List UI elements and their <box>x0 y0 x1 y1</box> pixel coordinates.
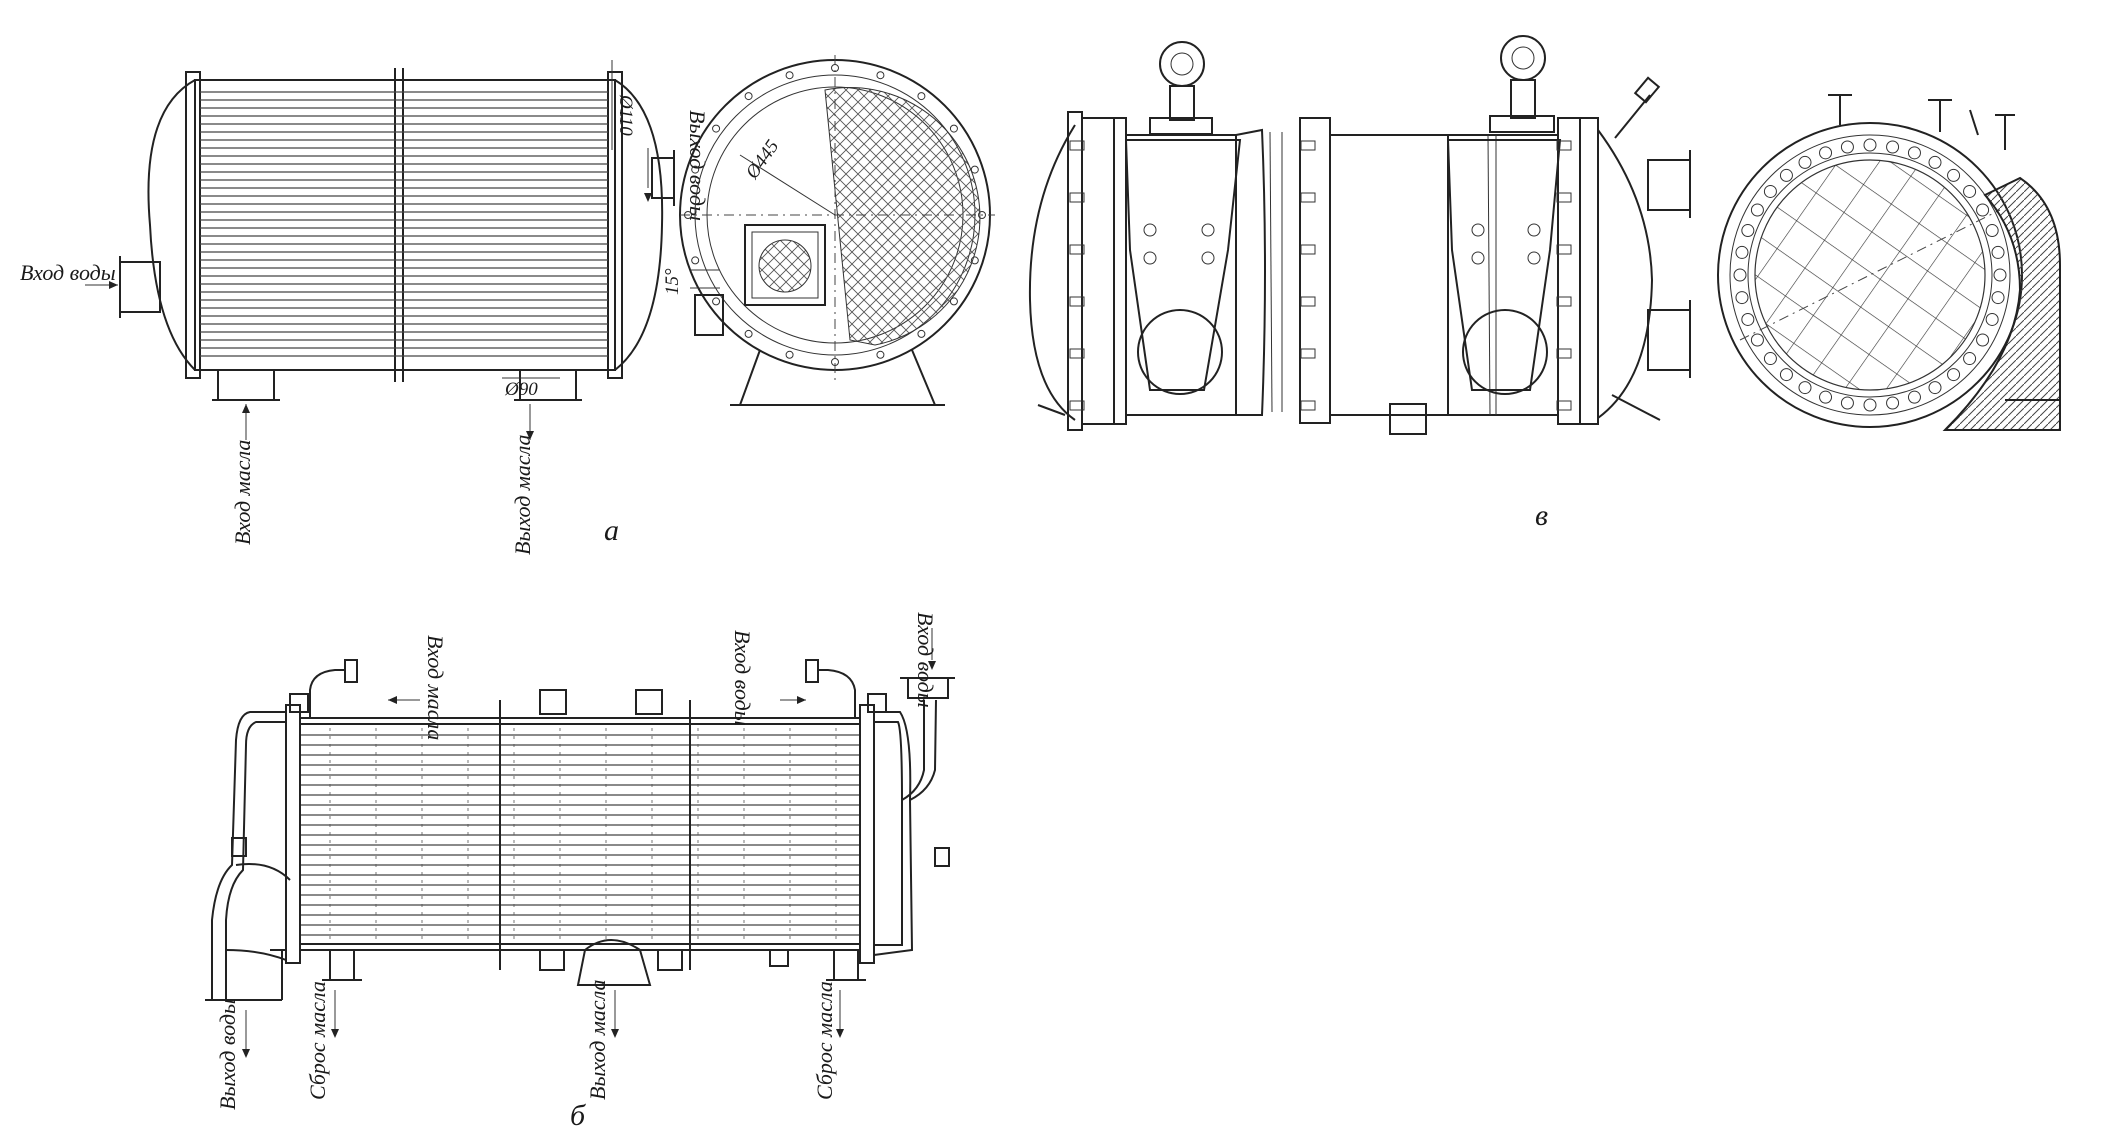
dim-a-angle: 15° <box>662 268 683 295</box>
caption-a: а <box>604 514 619 547</box>
bolt-circle-a <box>684 64 986 366</box>
label-b-inlet-oil: Вход масла <box>423 635 448 740</box>
dim-a-90: Ø90 <box>504 379 538 400</box>
figure-a-side-view <box>85 60 675 440</box>
figure-a-end-view <box>679 55 995 406</box>
label-b-inlet-water-right: Вход воды <box>913 612 938 708</box>
label-b-outlet-oil: Выход масла <box>585 979 610 1100</box>
label-a-inlet-water: Вход воды <box>20 260 116 285</box>
figure-b-section <box>205 628 955 1058</box>
tube-bundle-b <box>300 728 860 940</box>
label-b-inlet-water-top: Вход воды <box>730 630 755 726</box>
figure-v-side-view <box>1028 35 1691 435</box>
label-b-drain-oil-left: Сброс масла <box>305 981 330 1100</box>
figure-b-labels: Вход масла Вход воды Вход воды Выход вод… <box>215 612 938 1110</box>
tube-bundle-a <box>200 91 608 357</box>
caption-v: в <box>1535 499 1548 532</box>
dim-a-110: Ø110 <box>615 94 636 136</box>
label-b-drain-oil-right: Сброс масла <box>812 981 837 1100</box>
label-a-outlet-oil: Выход масла <box>510 434 535 555</box>
flange-bolts-v <box>1069 140 1572 411</box>
tube-ring-v <box>1733 138 2007 412</box>
label-b-outlet-water: Выход воды <box>215 999 240 1110</box>
label-a-inlet-oil: Вход масла <box>230 440 255 545</box>
figure-v-end-view <box>1717 94 2061 431</box>
caption-b: б <box>570 1099 586 1132</box>
figure-a-labels: Вход воды Выход воды Вход масла Выход ма… <box>20 94 783 555</box>
bracket-holes-v <box>1143 223 1541 265</box>
